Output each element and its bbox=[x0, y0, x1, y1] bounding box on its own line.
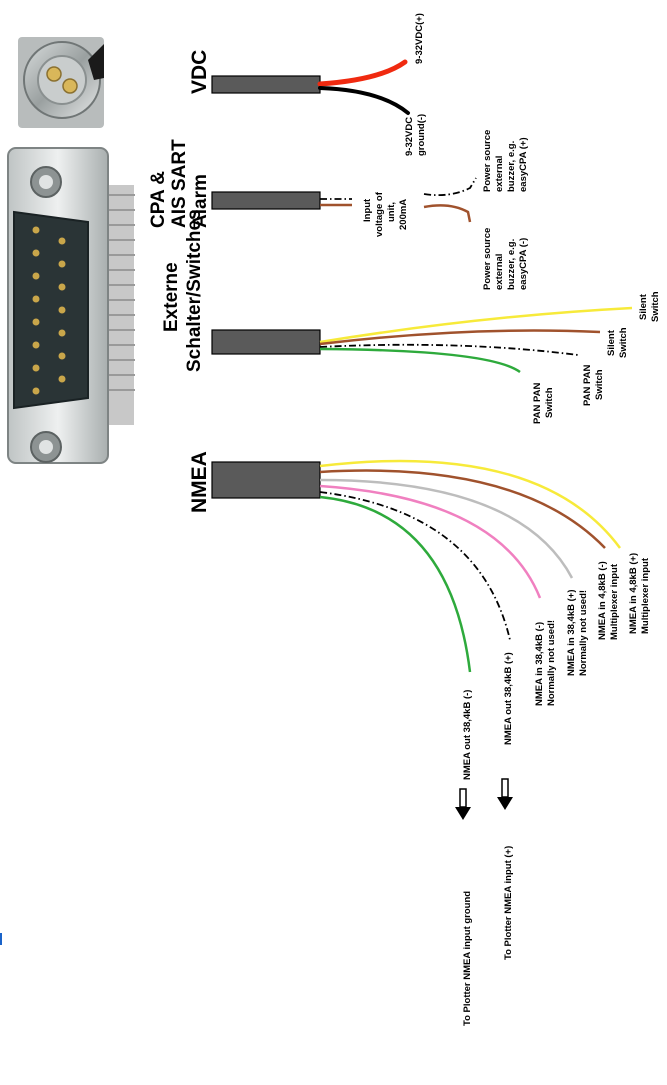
blue-tick-mark bbox=[0, 933, 2, 945]
nmea-brown-wire bbox=[319, 469, 606, 549]
heading-cpa-line3: Alarm bbox=[190, 174, 211, 228]
heading-externe-line2: Schalter/Switches bbox=[184, 209, 205, 372]
plotter-ground-arrow bbox=[455, 788, 471, 820]
heading-externe-line1: Externe bbox=[161, 262, 182, 332]
heading-vdc: VDC bbox=[188, 50, 211, 94]
vdc-plus-label: 9-32VDC(+) bbox=[414, 13, 425, 64]
nmea-brown-label-1: NMEA in 4,8kB (-) bbox=[597, 561, 608, 640]
switch-silent-yellow-2: Switch bbox=[650, 291, 661, 322]
switch-silent-yellow-1: Silent bbox=[638, 293, 649, 320]
alarm-dash-wire-2 bbox=[423, 177, 477, 197]
alarm-source-minus-2: external bbox=[494, 254, 505, 290]
switch-silent-brown-2: Switch bbox=[618, 327, 629, 358]
nmea-dash-label: NMEA out 38,4kB (+) bbox=[503, 652, 514, 745]
vdc-cable bbox=[211, 75, 321, 94]
alarm-source-minus-1: Power source bbox=[482, 228, 493, 290]
switch-panpan-green-1: PAN PAN bbox=[532, 383, 543, 424]
heading-nmea: NMEA bbox=[188, 451, 211, 513]
vdc-minus-label-2: ground(-) bbox=[416, 114, 427, 156]
nmea-gray-wire bbox=[319, 478, 574, 579]
alarm-source-plus-3: buzzer, e.g. bbox=[506, 141, 517, 192]
nmea-pink-wire bbox=[319, 484, 542, 599]
plotter-plus-label: To Plotter NMEA input (+) bbox=[503, 846, 514, 960]
nmea-green-wire bbox=[319, 495, 472, 673]
nmea-cable bbox=[211, 461, 321, 499]
vdc-black-wire bbox=[318, 86, 410, 115]
alarm-brown-wire-2 bbox=[423, 204, 472, 223]
nmea-dash-wire bbox=[319, 491, 511, 641]
nmea-pink-label-2: Normally not used! bbox=[546, 620, 557, 706]
alarm-source-minus-4: easyCPA (-) bbox=[518, 238, 529, 290]
nmea-brown-label-2: Multiplexer input bbox=[609, 563, 620, 640]
vdc-minus-label-1: 9-32VDC bbox=[404, 117, 415, 156]
alarm-input-label-2: voltage of bbox=[374, 191, 385, 237]
heading-cpa-line2: AIS SART bbox=[169, 139, 190, 228]
switch-panpan-green-2: Switch bbox=[544, 387, 555, 418]
alarm-cable bbox=[211, 191, 321, 210]
plotter-plus-arrow bbox=[497, 778, 513, 810]
heading-cpa-line1: CPA & bbox=[148, 171, 169, 228]
alarm-input-label-1: Input bbox=[362, 198, 373, 222]
switch-panpan-dash-2: Switch bbox=[594, 369, 605, 400]
alarm-source-plus-1: Power source bbox=[482, 130, 493, 192]
switch-green-wire bbox=[319, 347, 521, 374]
switch-cable bbox=[211, 329, 321, 355]
power-connector-photo bbox=[18, 37, 104, 128]
alarm-source-plus-2: external bbox=[494, 156, 505, 192]
switch-yellow-wire bbox=[319, 306, 633, 344]
nmea-pink-label-1: NMEA in 38,4kB (-) bbox=[534, 622, 545, 706]
switch-panpan-dash-1: PAN PAN bbox=[582, 365, 593, 406]
nmea-gray-label-2: Normally not used! bbox=[578, 590, 589, 676]
alarm-source-plus-4: easyCPA (+) bbox=[518, 137, 529, 192]
nmea-gray-label-1: NMEA in 38,4kB (+) bbox=[566, 590, 577, 677]
plotter-ground-label: To Plotter NMEA input ground bbox=[462, 891, 473, 1026]
nmea-green-label: NMEA out 38,4kB (-) bbox=[462, 690, 473, 780]
nmea-yellow-label-2: Multiplexer input bbox=[640, 557, 651, 634]
alarm-source-minus-3: buzzer, e.g. bbox=[506, 239, 517, 290]
alarm-input-label-3: unit, bbox=[386, 202, 397, 222]
nmea-yellow-wire bbox=[319, 459, 622, 549]
switch-brown-wire bbox=[319, 329, 601, 346]
switch-dash-wire bbox=[319, 343, 579, 356]
vdc-red-wire bbox=[317, 59, 408, 87]
dsub-connector-photo bbox=[7, 147, 135, 464]
nmea-yellow-label-1: NMEA in 4,8kB (+) bbox=[628, 553, 639, 634]
alarm-input-label-4: 200mA bbox=[398, 199, 409, 230]
switch-silent-brown-1: Silent bbox=[606, 329, 617, 356]
